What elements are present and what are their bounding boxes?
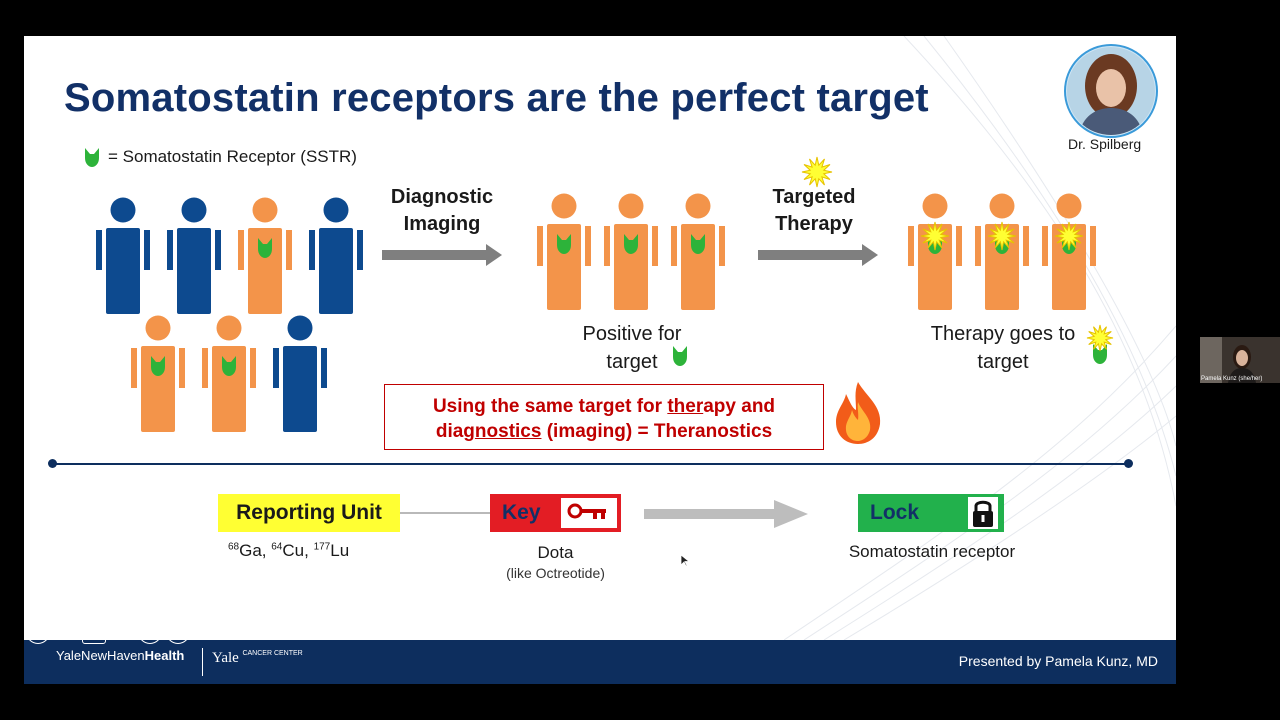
background-swoosh	[784, 36, 1176, 640]
starburst-icon	[987, 221, 1017, 251]
arrow-therapy-head	[862, 244, 878, 266]
ynhh-logo: YaleNewHavenHealth	[56, 648, 185, 663]
receptor-icon	[691, 234, 705, 254]
key-icon-box	[560, 497, 618, 529]
lock-caption: Somatostatin receptor	[848, 542, 1016, 561]
isotopes-text: 68Ga, 64Cu, 177Lu	[228, 541, 350, 560]
prev-icon[interactable]: ←	[26, 620, 50, 644]
starburst-icon	[1054, 221, 1084, 251]
key-icon	[567, 503, 606, 519]
webcam-tile[interactable]: Pamela Kunz (she/her)	[1200, 337, 1280, 383]
arrow-therapy	[758, 250, 862, 260]
pen-icon[interactable]: ✎	[59, 623, 71, 638]
person-orange	[131, 315, 185, 432]
starburst-icon	[1086, 324, 1114, 352]
divider-line	[53, 463, 1129, 465]
webcam-label: Pamela Kunz (she/her)	[1201, 376, 1263, 382]
receptor-icon	[151, 356, 165, 376]
person-orange	[908, 193, 962, 310]
zoom-icon[interactable]: ⚲	[116, 623, 126, 638]
padlock-icon	[968, 497, 998, 529]
person-navy	[309, 197, 363, 314]
slide: Somatostatin receptors are the perfect t…	[24, 36, 1176, 684]
yale-cancer-logo: Yale CANCER CENTER	[212, 650, 303, 666]
receptor-icon	[258, 238, 272, 258]
divider-dot-right	[1124, 459, 1133, 468]
more-icon[interactable]: ⋯	[138, 620, 162, 644]
receptor-icon	[85, 148, 99, 167]
person-navy	[167, 197, 221, 314]
slideshow-controls: ← ✎ ▦ ⚲ ⋯ →	[0, 620, 200, 650]
arrow-diagnostic	[382, 250, 486, 260]
lock-badge: Lock	[858, 494, 1004, 532]
connector-line	[400, 512, 490, 514]
theranostics-box: Using the same target for therapy and di…	[384, 384, 824, 450]
person-orange	[671, 193, 725, 310]
next-icon[interactable]: →	[166, 620, 190, 644]
person-orange	[975, 193, 1029, 310]
person-orange	[537, 193, 591, 310]
figure-people	[96, 156, 1114, 432]
starburst-icon	[920, 221, 950, 251]
person-orange	[604, 193, 658, 310]
footer-bar: YaleNewHavenHealth Yale CANCER CENTER Pr…	[24, 640, 1176, 684]
person-orange	[238, 197, 292, 314]
webcam-video	[1200, 337, 1280, 383]
receptor-icon	[1093, 344, 1107, 364]
mouse-cursor	[680, 554, 690, 567]
grid-icon[interactable]: ▦	[82, 620, 106, 644]
positive-caption: Positive for target	[582, 323, 682, 373]
arrow-diagnostic-head	[486, 244, 502, 266]
person-orange	[202, 315, 256, 432]
dota-label: Dota	[537, 543, 574, 562]
receptor-icon	[557, 234, 571, 254]
lock-arrow	[644, 500, 808, 528]
presenter-photo	[1064, 44, 1158, 138]
dota-sub: (like Octreotide)	[506, 565, 605, 581]
person-orange	[1042, 193, 1096, 310]
starburst-icon	[801, 156, 833, 188]
key-badge: Key	[490, 494, 621, 532]
receptor-icon	[624, 234, 638, 254]
presenter-name: Dr. Spilberg	[1068, 136, 1142, 152]
flame-icon	[836, 382, 881, 444]
divider-dot-left	[48, 459, 57, 468]
therapy-caption: Therapy goes to target	[930, 323, 1076, 373]
footer-presented-by: Presented by Pamela Kunz, MD	[958, 653, 1158, 669]
receptor-icon	[673, 346, 687, 366]
footer-divider	[202, 648, 203, 676]
receptor-icon	[222, 356, 236, 376]
slide-title: Somatostatin receptors are the perfect t…	[64, 76, 929, 120]
person-navy	[96, 197, 150, 314]
person-navy	[273, 315, 327, 432]
legend-text: = Somatostatin Receptor (SSTR)	[108, 147, 357, 166]
reporting-unit-badge: Reporting Unit	[218, 494, 400, 532]
